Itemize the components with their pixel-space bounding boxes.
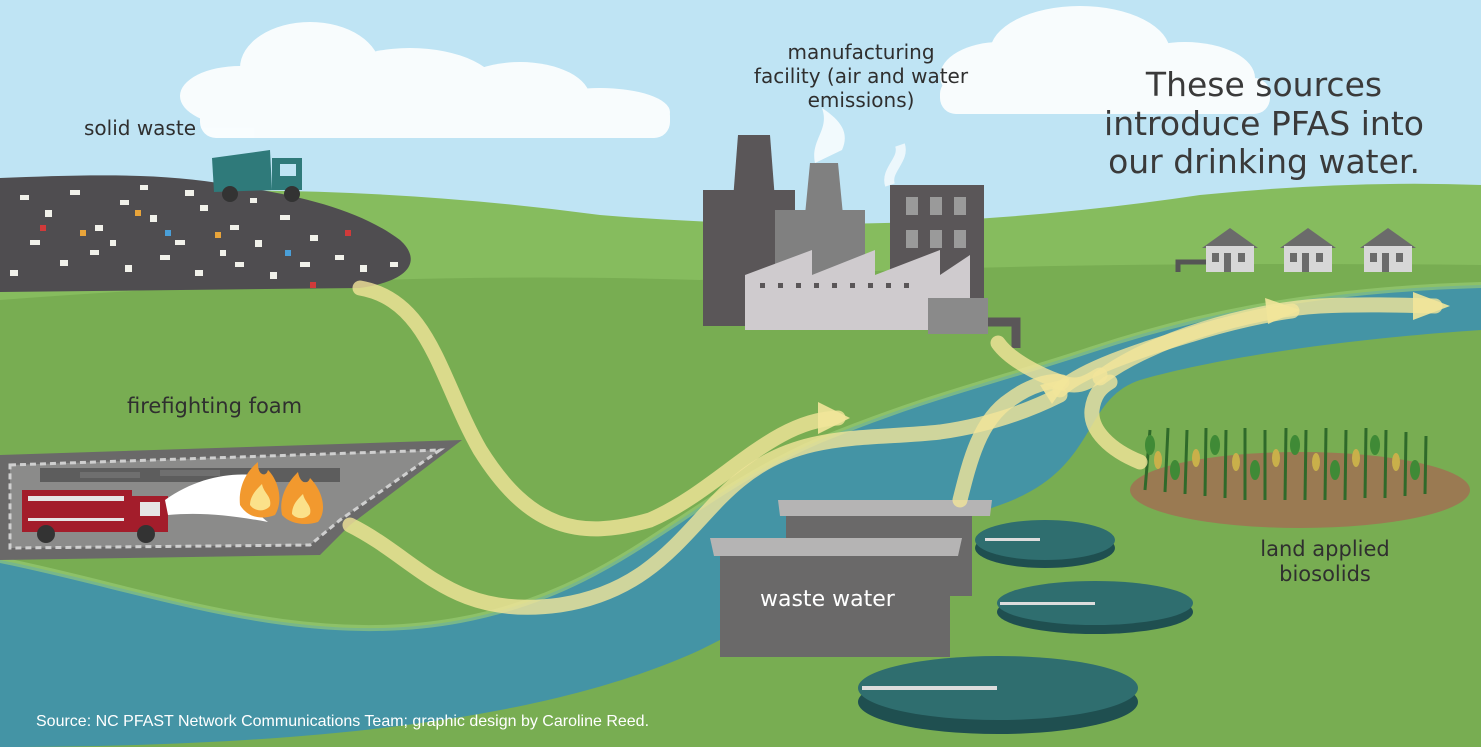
flow-arrow <box>1084 374 1148 470</box>
headline-line: introduce PFAS into <box>1104 103 1424 143</box>
headline: These sources introduce PFAS into our dr… <box>1078 65 1450 182</box>
garbage-truck-icon <box>212 150 302 202</box>
label-line: biosolids <box>1279 562 1371 587</box>
tank-icon <box>997 581 1193 634</box>
label-manufacturing-facility: manufacturing facility (air and water em… <box>736 40 986 112</box>
headline-line: our drinking water. <box>1108 142 1420 182</box>
headline-line: These sources <box>1145 65 1383 104</box>
tank-icon <box>858 656 1138 734</box>
fire-truck-icon <box>22 490 168 543</box>
biosolids-field <box>1130 427 1470 528</box>
flow-arrow <box>1092 297 1443 386</box>
flame-icon <box>239 462 324 524</box>
house-icon <box>1280 228 1336 272</box>
house-icon <box>1360 228 1416 272</box>
flow-arrow <box>342 387 1068 615</box>
label-firefighting-foam: firefighting foam <box>127 394 303 418</box>
label-line: manufacturing <box>787 40 935 64</box>
treatment-tanks <box>858 520 1193 734</box>
label-line: emissions) <box>807 88 915 112</box>
cloud-left <box>180 22 670 138</box>
wastewater-plant <box>710 500 992 657</box>
houses <box>1175 228 1416 272</box>
clouds <box>180 6 1270 138</box>
waste-color-specks <box>40 210 351 288</box>
source-credit: Source: NC PFAST Network Communications … <box>36 713 650 730</box>
label-waste-water: waste water <box>760 587 895 612</box>
landfill <box>0 175 411 292</box>
label-line: land applied <box>1260 537 1390 561</box>
tank-icon <box>975 520 1115 568</box>
waste-specks <box>10 185 398 279</box>
river <box>0 285 1481 747</box>
factory-icon <box>703 108 1021 348</box>
arrowheads <box>818 292 1450 434</box>
house-icon <box>1202 228 1258 272</box>
label-solid-waste: solid waste <box>84 116 197 140</box>
label-line: facility (air and water <box>753 64 969 88</box>
cloud-right <box>940 6 1270 114</box>
flow-arrows <box>342 280 1443 615</box>
flow-arrow <box>352 280 846 537</box>
label-land-applied-biosolids: land applied biosolids <box>1230 537 1420 587</box>
